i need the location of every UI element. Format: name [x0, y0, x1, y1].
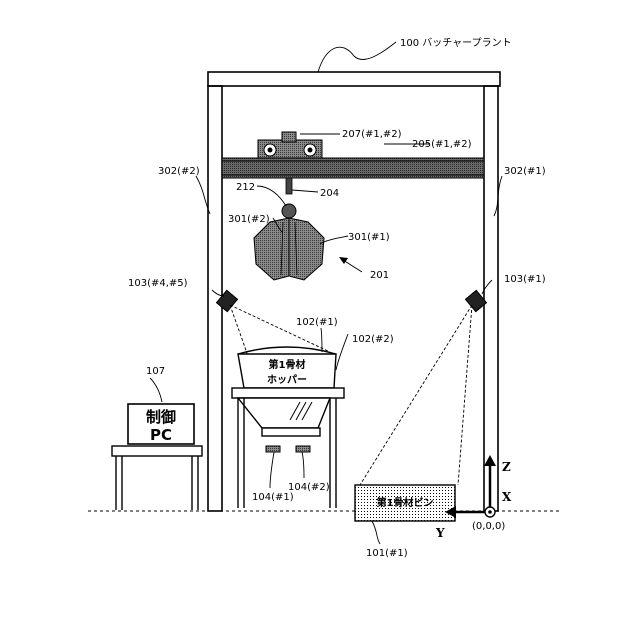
label-camera-right: 103(#1) [504, 274, 546, 285]
label-bin: 101(#1) [366, 548, 408, 559]
label-204: 204 [320, 188, 339, 199]
axis-x-label: X [502, 490, 512, 504]
hopper-title-line2: ホッパー [267, 374, 307, 386]
pc-title-line1: 制御 [146, 408, 176, 426]
leader-lines [150, 42, 502, 544]
pc-title-line2: PC [150, 426, 172, 444]
clamshell-bucket [254, 218, 324, 280]
origin-label: (0,0,0) [472, 521, 505, 532]
hopper-title-line1: 第1骨材 [269, 358, 306, 371]
label-gate-2: 104(#2) [288, 482, 330, 493]
label-trolley: 207(#1,#2) [342, 129, 402, 140]
label-gate-1: 104(#1) [252, 492, 294, 503]
hoist [282, 178, 296, 218]
label-column-left: 302(#2) [158, 166, 200, 177]
axis-z-label: Z [502, 460, 511, 474]
axis-y-label: Y [435, 526, 445, 540]
camera-right-view [360, 305, 472, 485]
camera-left-view [230, 305, 330, 356]
bucket-arrow [339, 257, 362, 272]
label-camera-left: 103(#4,#5) [128, 278, 188, 289]
bin-title: 第1骨材ビン [377, 496, 434, 509]
label-pc: 107 [146, 366, 165, 377]
gate-2 [296, 446, 310, 452]
label-hopper-1: 102(#1) [296, 317, 338, 328]
label-bucket-right: 301(#1) [348, 232, 390, 243]
label-column-right: 302(#1) [504, 166, 546, 177]
label-plant: 100 バッチャープラント [400, 37, 512, 49]
right-column [484, 86, 498, 511]
gate-1 [266, 446, 280, 452]
label-bucket-left: 301(#2) [228, 214, 270, 225]
label-212: 212 [236, 182, 255, 193]
label-hopper-2: 102(#2) [352, 334, 394, 345]
label-beam: 205(#1,#2) [412, 139, 472, 150]
frame-top-beam [208, 72, 500, 86]
camera-left [216, 290, 237, 311]
trolley [258, 132, 322, 158]
label-bucket: 201 [370, 270, 389, 281]
